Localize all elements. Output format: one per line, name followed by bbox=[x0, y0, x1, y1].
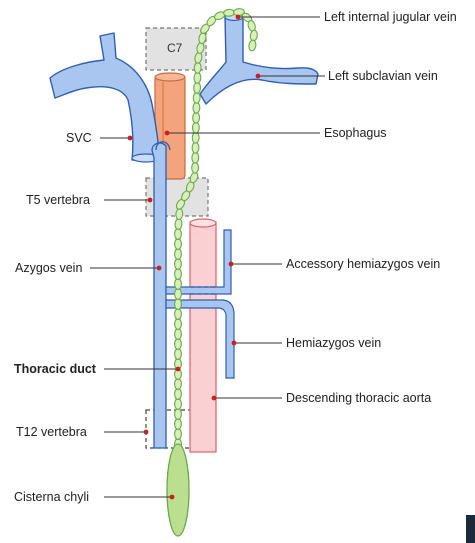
thoracic-duct-bead bbox=[174, 268, 182, 280]
left-subclavian-vein-label: Left subclavian vein bbox=[328, 69, 438, 83]
svc-label: SVC bbox=[66, 131, 92, 145]
t12-vertebra-label: T12 vertebra bbox=[16, 425, 87, 439]
thoracic-duct-bead bbox=[174, 308, 182, 320]
left-internal-jugular-vein-label: Left internal jugular vein bbox=[324, 10, 457, 24]
thoracic-duct-bead bbox=[174, 418, 182, 430]
cisterna-chyli-shape bbox=[166, 443, 190, 537]
thoracic-duct-bead bbox=[174, 338, 182, 350]
pointer-dot-azygos bbox=[156, 265, 162, 271]
descending-thoracic-aorta-label: Descending thoracic aorta bbox=[286, 391, 432, 405]
accessory-hemiazygos-vein-shape bbox=[165, 229, 232, 295]
c7-label: C7 bbox=[167, 41, 183, 55]
thoracic-duct-bead bbox=[191, 141, 200, 154]
thoracic-duct-bead bbox=[192, 101, 201, 114]
t5-vertebra-label: T5 vertebra bbox=[26, 193, 90, 207]
thoracic-duct-bead bbox=[174, 228, 182, 240]
pointer-dot-svc bbox=[127, 135, 133, 141]
pointer-dot-left-ij bbox=[235, 14, 241, 20]
svc-shape bbox=[49, 32, 161, 161]
thoracic-duct-bead bbox=[174, 238, 182, 250]
thoracic-duct-bead bbox=[174, 398, 182, 410]
accessory-hemiazygos-hidden bbox=[190, 286, 216, 295]
accessory-hemiazygos-vein-label: Accessory hemiazygos vein bbox=[286, 257, 441, 271]
descending-aorta-top bbox=[189, 218, 217, 228]
thoracic-duct-bead bbox=[174, 378, 182, 390]
thoracic-duct-bead bbox=[191, 161, 200, 174]
cisterna-chyli-label: Cisterna chyli bbox=[14, 490, 90, 504]
esophagus-label: Esophagus bbox=[324, 126, 387, 140]
azygos-arch bbox=[155, 141, 171, 151]
thoracic-duct-bead bbox=[174, 428, 182, 440]
c7-vertebra-box bbox=[145, 27, 207, 71]
thoracic-duct-bead bbox=[174, 388, 182, 400]
thoracic-duct-bead bbox=[174, 278, 182, 290]
thoracic-duct-bead bbox=[174, 298, 182, 310]
azygos-vein-shape bbox=[151, 142, 167, 449]
thoracic-duct-bead bbox=[174, 328, 182, 340]
thoracic-duct-bead bbox=[175, 208, 184, 221]
thoracic-duct-bead bbox=[192, 91, 201, 104]
azygos-vein-label: Azygos vein bbox=[15, 261, 83, 275]
descending-aorta-shape bbox=[189, 221, 217, 453]
thoracic-duct-bead bbox=[174, 288, 182, 300]
esophagus-top bbox=[154, 72, 186, 82]
pointer-dot-aorta bbox=[211, 395, 217, 401]
thoracic-duct-bead bbox=[192, 111, 201, 124]
corner-mark bbox=[466, 515, 475, 543]
pointer-dot-t12 bbox=[143, 429, 149, 435]
pointer-dot-esophagus bbox=[164, 130, 170, 136]
hemiazygos-vein-label: Hemiazygos vein bbox=[286, 336, 382, 350]
pointer-dot-hemiazygos bbox=[231, 340, 237, 346]
thoracic-duct-bead bbox=[174, 408, 182, 420]
thoracic-duct-bead bbox=[248, 39, 257, 52]
hemiazygos-vein-shape bbox=[165, 299, 235, 379]
thoracic-duct-bead bbox=[193, 71, 202, 84]
thoracic-duct-bead bbox=[174, 218, 183, 230]
pointer-dot-accessory-hemiazygos bbox=[228, 261, 234, 267]
pointer-dot-thoracic-duct bbox=[175, 366, 181, 372]
thoracic-duct-bead bbox=[174, 318, 182, 330]
thoracic-duct-bead bbox=[191, 121, 200, 134]
pointer-dot-t5 bbox=[147, 197, 153, 203]
pointer-dot-cisterna bbox=[169, 494, 175, 500]
thoracic-duct-bead bbox=[174, 248, 182, 260]
thoracic-duct-bead bbox=[193, 61, 202, 74]
left-internal-jugular-vein-shape bbox=[199, 16, 319, 105]
thoracic-duct-bead bbox=[174, 348, 182, 360]
thoracic-duct-label: Thoracic duct bbox=[14, 362, 96, 376]
thoracic-duct-bead bbox=[193, 81, 202, 94]
thoracic-duct-shape bbox=[174, 8, 258, 450]
thoracic-duct-bead bbox=[174, 258, 182, 270]
pointer-dot-left-subclavian bbox=[255, 73, 261, 79]
thoracic-duct-bead bbox=[223, 8, 235, 17]
thoracic-duct-bead bbox=[191, 151, 200, 164]
thoracic-duct-bead bbox=[191, 131, 200, 144]
thoracic-duct-bead bbox=[249, 29, 258, 42]
